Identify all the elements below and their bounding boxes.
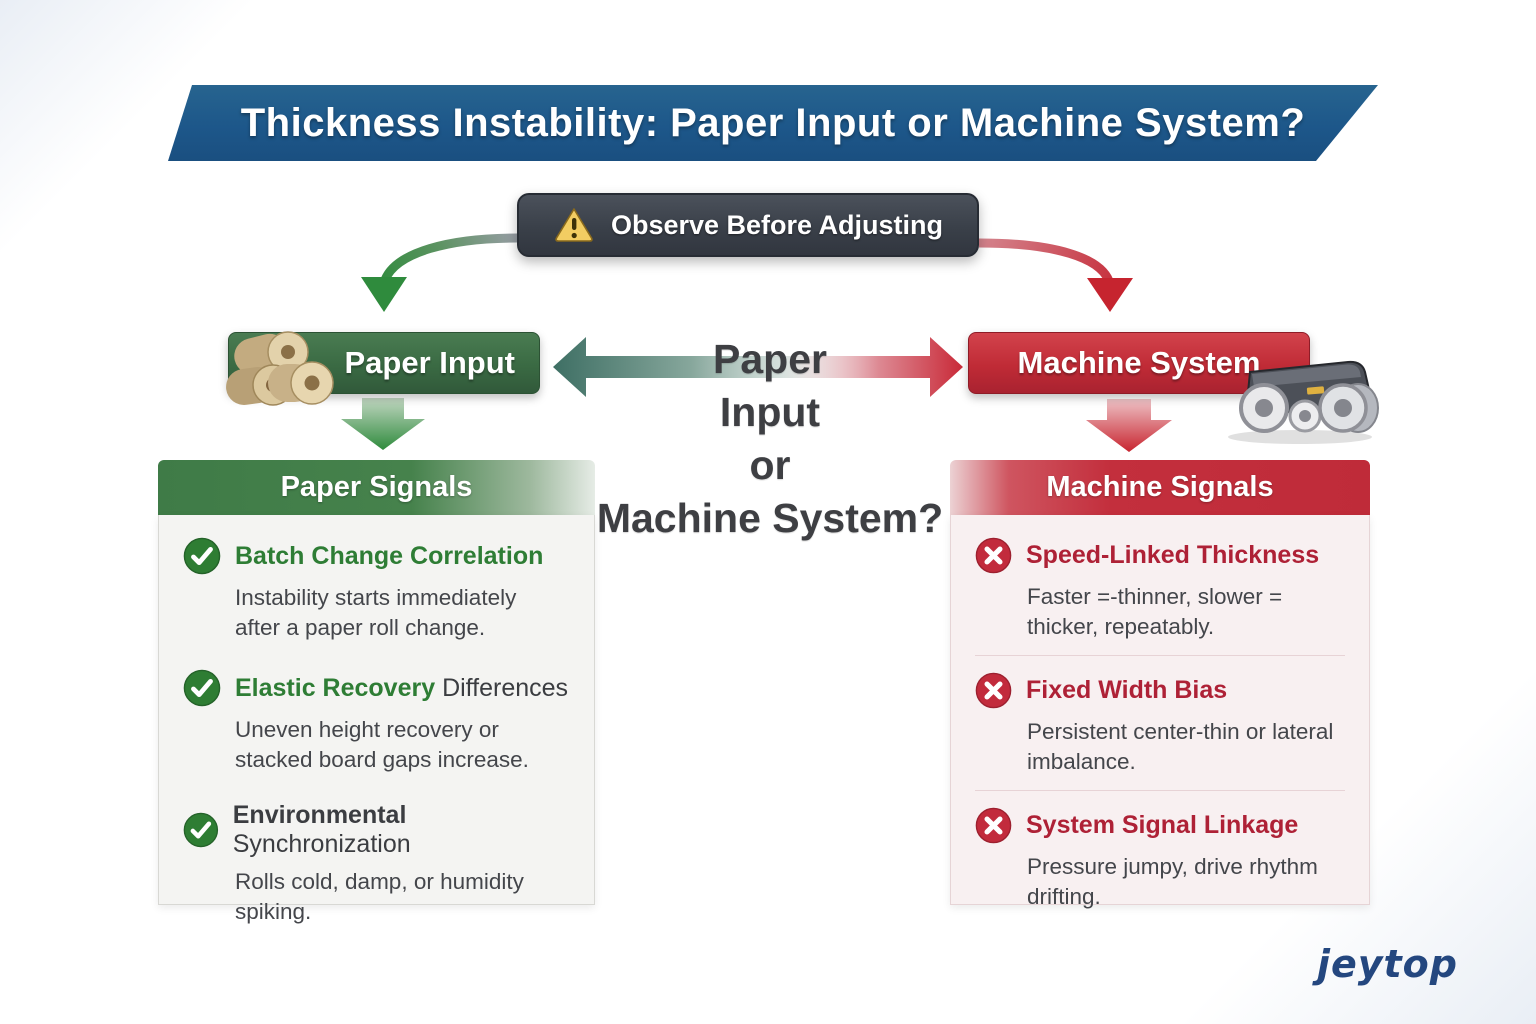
item-title: Batch Change Correlation bbox=[235, 541, 544, 570]
machine-signal-item: Speed-Linked Thickness Faster =-thinner,… bbox=[975, 537, 1345, 642]
item-title: Environmental Synchronization bbox=[232, 801, 411, 858]
machine-signals-title: Machine Signals bbox=[1046, 471, 1274, 503]
rollers-machine-icon bbox=[1228, 360, 1379, 444]
curved-arrow-to-machine-icon bbox=[978, 238, 1133, 312]
x-circle-icon bbox=[975, 672, 1012, 709]
paper-input-label: Paper Input bbox=[344, 345, 515, 380]
check-circle-icon bbox=[183, 669, 221, 707]
paper-signals-header: Paper Signals bbox=[158, 460, 595, 515]
down-arrow-red-icon bbox=[1086, 399, 1172, 452]
item-body: Uneven height recovery or stacked board … bbox=[235, 717, 529, 772]
paper-signals-panel: Batch Change Correlation Instability sta… bbox=[158, 515, 595, 924]
item-body: Rolls cold, damp, or humidity spiking. bbox=[235, 869, 524, 924]
title-banner: Thickness Instability: Paper Input or Ma… bbox=[168, 85, 1378, 161]
machine-signal-item: System Signal Linkage Pressure jumpy, dr… bbox=[975, 790, 1345, 912]
machine-system-label: Machine System bbox=[1017, 345, 1261, 380]
item-body: Pressure jumpy, drive rhythm drifting. bbox=[1027, 854, 1318, 909]
paper-signal-item: Batch Change Correlation Instability sta… bbox=[183, 537, 570, 643]
item-body: Instability starts immediately after a p… bbox=[235, 585, 517, 640]
check-circle-icon bbox=[183, 537, 221, 575]
x-circle-icon bbox=[975, 807, 1012, 844]
item-title: Speed-Linked Thickness bbox=[1026, 541, 1320, 569]
center-question: Paper Input or Machine System? bbox=[580, 333, 960, 545]
paper-signal-item: Environmental Synchronization Rolls cold… bbox=[183, 801, 570, 927]
check-circle-icon bbox=[183, 812, 219, 848]
center-question-line: Paper bbox=[713, 336, 827, 382]
paper-signals-title: Paper Signals bbox=[280, 471, 473, 503]
down-arrow-green-icon bbox=[341, 398, 425, 450]
machine-signal-item: Fixed Width Bias Persistent center-thin … bbox=[975, 655, 1345, 777]
item-title: System Signal Linkage bbox=[1026, 811, 1299, 839]
paper-rolls-icon bbox=[226, 331, 334, 406]
center-question-line: or bbox=[749, 442, 791, 488]
center-question-line: Input bbox=[719, 389, 821, 435]
machine-signals-header: Machine Signals bbox=[950, 460, 1370, 515]
item-title: Elastic Recovery Differences bbox=[235, 673, 569, 702]
x-circle-icon bbox=[975, 537, 1012, 574]
curved-arrow-to-paper-icon bbox=[361, 233, 518, 312]
paper-input-box: Paper Input bbox=[228, 332, 540, 394]
page-title: Thickness Instability: Paper Input or Ma… bbox=[240, 100, 1306, 145]
warning-triangle-icon bbox=[555, 208, 593, 242]
paper-signal-item: Elastic Recovery Differences Uneven heig… bbox=[183, 669, 570, 775]
observe-before-adjusting-box: Observe Before Adjusting bbox=[517, 193, 979, 257]
item-body: Faster =-thinner, slower = thicker, repe… bbox=[1027, 584, 1283, 639]
center-question-line: Machine System? bbox=[596, 495, 944, 541]
jeytop-logo: jeytop bbox=[1316, 942, 1458, 986]
machine-signals-panel: Speed-Linked Thickness Faster =-thinner,… bbox=[950, 515, 1370, 909]
item-body: Persistent center-thin or lateral imbala… bbox=[1027, 719, 1334, 774]
item-title: Fixed Width Bias bbox=[1026, 676, 1228, 704]
observe-label: Observe Before Adjusting bbox=[610, 209, 944, 240]
